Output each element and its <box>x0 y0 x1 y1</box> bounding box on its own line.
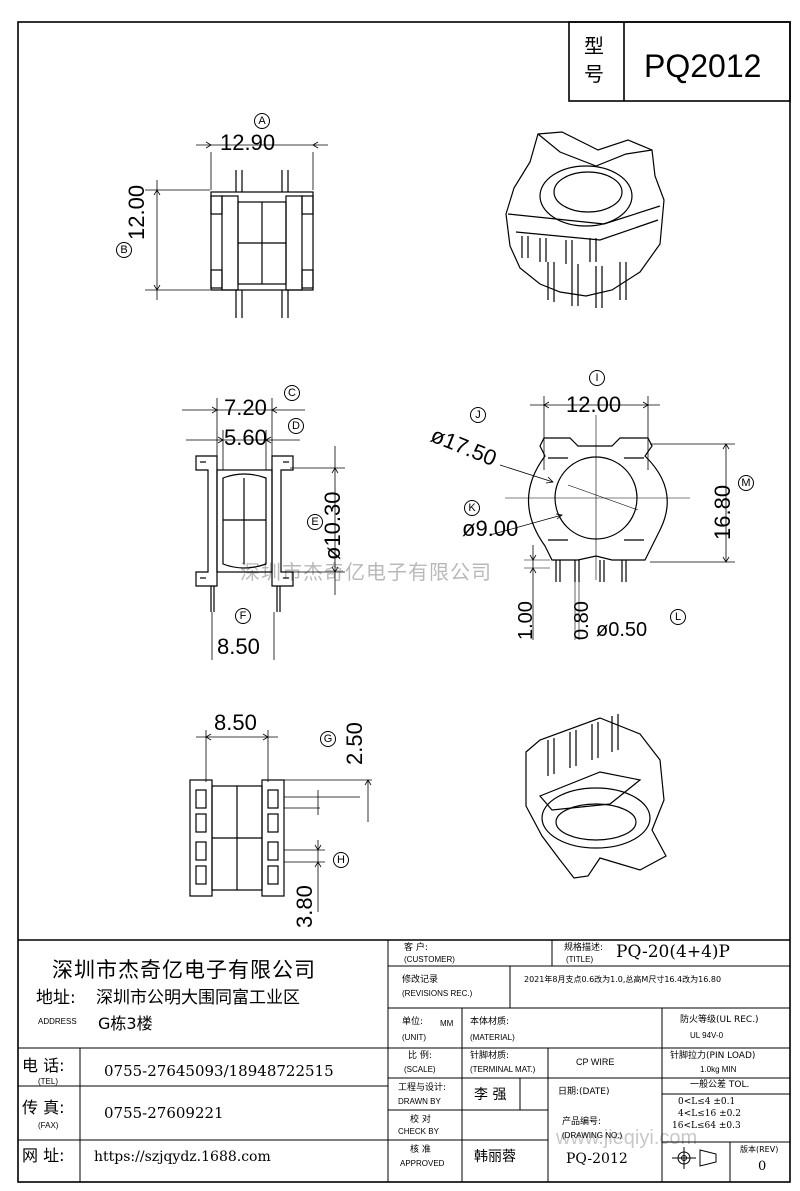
marker-l: L <box>670 609 686 625</box>
marker-m: M <box>738 475 754 491</box>
dim-pin-gap: 1.00 <box>515 601 537 640</box>
address-label: 地址: <box>36 988 76 1008</box>
tel-label: 电 话: <box>22 1056 65 1075</box>
scale-label: 比 例: <box>408 1051 432 1061</box>
dim-g2: 2.50 <box>342 722 367 765</box>
terminal-label: 针脚材质: <box>470 1051 510 1061</box>
fax-number: 0755-27609221 <box>104 1104 224 1122</box>
watermark-url: www.jieqiyi.com <box>556 1127 698 1149</box>
drawn-label-en: DRAWN BY <box>398 1097 441 1106</box>
dim-f: 8.50 <box>217 634 260 659</box>
revision-label: 版本(REV) <box>740 1145 779 1154</box>
model-box <box>568 21 791 102</box>
scale-label-en: (SCALE) <box>404 1065 436 1074</box>
unit-label: 单位: <box>402 1017 424 1027</box>
revisions-label: 修改记录 <box>402 975 439 985</box>
title-block-lines <box>18 939 790 1182</box>
address-line2: G栋3楼 <box>98 1014 153 1033</box>
approved-value: 韩丽蓉 <box>474 1149 516 1165</box>
tel-number: 0755-27645093/18948722515 <box>104 1062 334 1080</box>
dim-height: 16.80 <box>710 484 735 540</box>
check-label-en: CHECK BY <box>398 1127 439 1136</box>
marker-h: H <box>333 852 349 868</box>
pin-load-label: 针脚拉力(PIN LOAD) <box>670 1051 756 1061</box>
address-line1: 深圳市公明大围同富工业区 <box>96 988 300 1008</box>
view-side-top <box>145 141 328 318</box>
material-label: 本体材质: <box>470 1017 510 1027</box>
revisions-value: 2021年8月支点0.6改为1.0,总高M尺寸16.4改为16.80 <box>524 975 722 984</box>
revisions-label-en: (REVISIONS REC.) <box>402 989 473 998</box>
dim-c: 7.20 <box>224 395 267 420</box>
watermark-text: 深圳市杰奇亿电子有限公司 <box>240 560 492 584</box>
marker-c: C <box>284 385 300 401</box>
customer-label-en: (CUSTOMER) <box>404 955 455 964</box>
marker-k: K <box>464 500 480 516</box>
model-label-top: 型 <box>584 34 604 58</box>
tolerance-3: 16<L≤64 ±0.3 <box>672 1121 741 1131</box>
sheet-border <box>17 21 791 1183</box>
dim-pin-diameter: ø0.50 <box>596 619 648 641</box>
view-iso-top <box>505 131 665 308</box>
terminal-value: CP WIRE <box>576 1057 615 1067</box>
marker-g: G <box>320 731 336 747</box>
dim-pin-width: 0.80 <box>571 601 593 640</box>
web-url[interactable]: https://szjqydz.1688.com <box>94 1149 271 1165</box>
date-label: 日期:(DATE) <box>558 1087 610 1097</box>
pin-load-value: 1.0kg MIN <box>700 1065 737 1074</box>
dim-a: 12.90 <box>220 130 276 155</box>
view-front-mid <box>182 398 345 660</box>
fire-rating-label: 防火等级(UL REC.) <box>680 1015 759 1025</box>
tel-label-en: (TEL) <box>38 1077 58 1086</box>
marker-i: I <box>589 370 605 386</box>
model-number: PQ2012 <box>644 48 762 84</box>
title-label-en: (TITLE) <box>566 955 594 964</box>
view-bottom <box>189 730 372 912</box>
material-label-en: (MATERIAL) <box>470 1033 515 1042</box>
fax-label: 传 真: <box>22 1098 65 1117</box>
dim-h: 3.80 <box>292 885 317 928</box>
approved-label: 核 准 <box>410 1145 431 1155</box>
web-label: 网 址: <box>22 1146 65 1165</box>
customer-label: 客 户: <box>404 943 428 953</box>
company-name: 深圳市杰奇亿电子有限公司 <box>52 958 316 982</box>
unit-value: MM <box>440 1019 454 1028</box>
dim-inner-diameter: ø9.00 <box>462 516 519 541</box>
title-label: 规格描述: <box>564 943 604 953</box>
approved-label-en: APPROVED <box>400 1159 445 1168</box>
drawing-no-value: PQ-2012 <box>566 1151 628 1167</box>
view-iso-bottom <box>525 714 667 879</box>
tolerance-label: 一般公差 TOL. <box>690 1080 750 1090</box>
dim-d: 5.60 <box>224 425 267 450</box>
address-label-en: ADDRESS <box>38 1017 77 1026</box>
projection-symbol-icon <box>672 1147 717 1169</box>
revision-value: 0 <box>758 1159 767 1174</box>
marker-a: A <box>254 113 270 129</box>
marker-d: D <box>288 418 304 434</box>
dim-b: 12.00 <box>124 184 149 240</box>
marker-e: E <box>307 514 323 530</box>
fax-label-en: (FAX) <box>38 1121 59 1130</box>
dim-top-width: 12.00 <box>566 392 622 417</box>
drawing-no-label: 产品编号: <box>562 1117 602 1127</box>
dim-g: 8.50 <box>214 710 257 735</box>
terminal-label-en: (TERMINAL MAT.) <box>470 1065 536 1074</box>
marker-f: F <box>235 608 251 624</box>
drawn-value: 李 强 <box>474 1087 507 1103</box>
model-label-bottom: 号 <box>584 62 604 86</box>
fire-rating-value: UL 94V-0 <box>690 1031 724 1040</box>
dim-e: ø10.30 <box>320 491 345 561</box>
view-top-mid <box>489 396 735 640</box>
drawn-label: 工程与设计: <box>398 1083 447 1093</box>
marker-j: J <box>470 407 486 423</box>
unit-label-en: (UNIT) <box>402 1033 426 1042</box>
marker-b: B <box>116 242 132 258</box>
tolerance-2: 4<L≤16 ±0.2 <box>678 1109 741 1119</box>
title-value: PQ-20(4+4)P <box>616 942 730 962</box>
tolerance-1: 0<L≤4 ±0.1 <box>678 1097 736 1107</box>
check-label: 校 对 <box>410 1115 431 1125</box>
drawing-no-label-en: (DRAWING NO.) <box>562 1131 623 1140</box>
